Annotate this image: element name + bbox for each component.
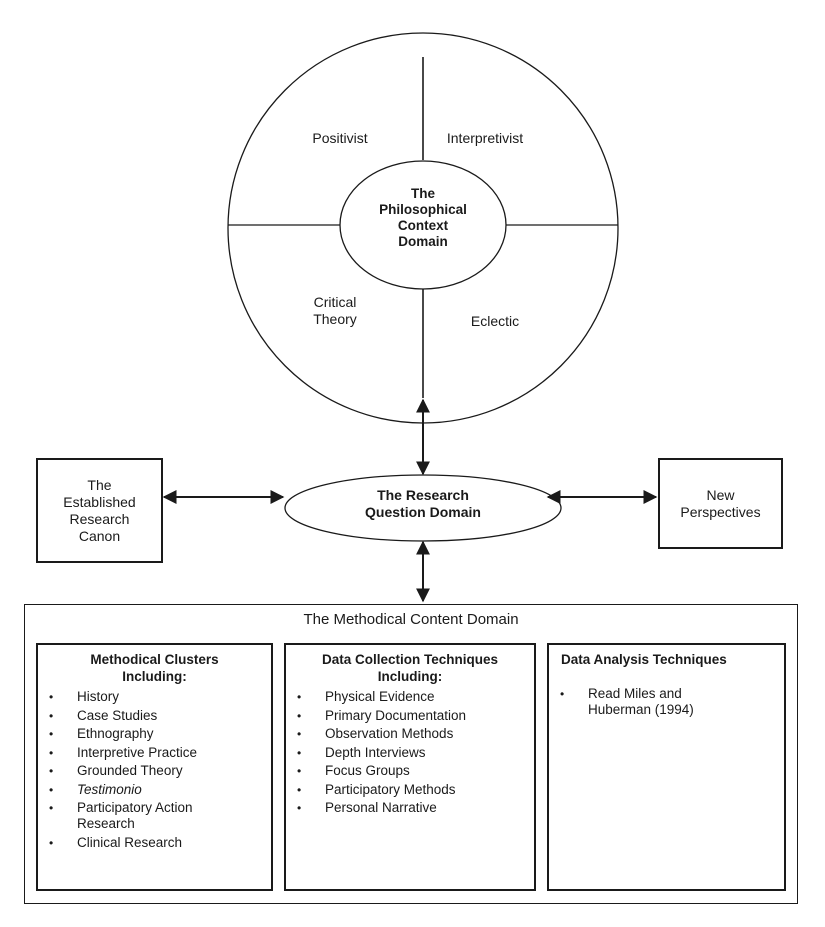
quadrant-eclectic: Eclectic xyxy=(470,313,520,329)
quadrant-critical-theory: Critical Theory xyxy=(290,294,380,328)
quadrant-positivist: Positivist xyxy=(312,130,368,146)
center-line-3: Context xyxy=(397,218,449,233)
panel-title-line-1: Methodical Clusters xyxy=(90,652,219,667)
perspectives-line-1: New xyxy=(706,486,735,503)
list-item: History xyxy=(46,689,263,705)
canon-line-2: Established xyxy=(63,493,136,510)
critical-theory-line-1: Critical xyxy=(313,294,357,310)
list-item: Clinical Research xyxy=(46,835,263,851)
critical-theory-line-2: Theory xyxy=(313,311,357,327)
new-perspectives: New Perspectives xyxy=(658,458,783,549)
list-item: Participatory Methods xyxy=(294,782,526,798)
panel-title-line-2: Including: xyxy=(377,669,443,684)
data-analysis-list: Read Miles and Huberman (1994) xyxy=(557,686,776,718)
research-line-1: The Research xyxy=(377,487,469,503)
list-item: Ethnography xyxy=(46,726,263,742)
center-line-4: Domain xyxy=(398,234,448,249)
data-collection-list: Physical Evidence Primary Documentation … xyxy=(294,689,526,816)
methodical-content-title: The Methodical Content Domain xyxy=(303,611,519,628)
list-item: Observation Methods xyxy=(294,726,526,742)
research-line-2: Question Domain xyxy=(365,504,481,520)
quadrant-interpretivist: Interpretivist xyxy=(446,130,524,146)
panel-title-line-1: Data Collection Techniques xyxy=(321,652,499,667)
perspectives-line-2: Perspectives xyxy=(680,503,761,520)
panel-data-analysis: Data Analysis Techniques Read Miles and … xyxy=(547,643,786,891)
panel-title: Data Analysis Techniques xyxy=(557,651,776,668)
panel-title-line-2: Including: xyxy=(122,669,187,684)
research-question-domain: The Research Question Domain xyxy=(323,487,523,521)
panel-data-collection: Data Collection Techniques Including: Ph… xyxy=(284,643,536,891)
list-item: Testimonio xyxy=(46,782,263,798)
list-item: Depth Interviews xyxy=(294,745,526,761)
list-item: Participatory Action Research xyxy=(46,800,227,832)
list-item: Focus Groups xyxy=(294,763,526,779)
methodical-clusters-list: History Case Studies Ethnography Interpr… xyxy=(46,689,263,851)
list-item: Interpretive Practice xyxy=(46,745,263,761)
philosophical-context-domain: The Philosophical Context Domain xyxy=(363,186,483,250)
panel-title: Methodical Clusters Including: xyxy=(46,651,263,685)
list-item: Personal Narrative xyxy=(294,800,526,816)
panel-title-line-1: Data Analysis Techniques xyxy=(561,652,727,667)
list-item: Read Miles and Huberman (1994) xyxy=(557,686,718,718)
canon-line-3: Research xyxy=(69,510,130,527)
panel-title: Data Collection Techniques Including: xyxy=(294,651,526,685)
panel-methodical-clusters: Methodical Clusters Including: History C… xyxy=(36,643,273,891)
canon-line-1: The xyxy=(87,476,112,493)
list-item: Physical Evidence xyxy=(294,689,526,705)
list-item: Case Studies xyxy=(46,708,263,724)
list-item: Primary Documentation xyxy=(294,708,526,724)
canon-line-4: Canon xyxy=(78,527,121,544)
center-line-2: Philosophical xyxy=(379,202,467,217)
list-item: Grounded Theory xyxy=(46,763,263,779)
established-research-canon: The Established Research Canon xyxy=(36,458,163,563)
center-line-1: The xyxy=(410,186,435,201)
